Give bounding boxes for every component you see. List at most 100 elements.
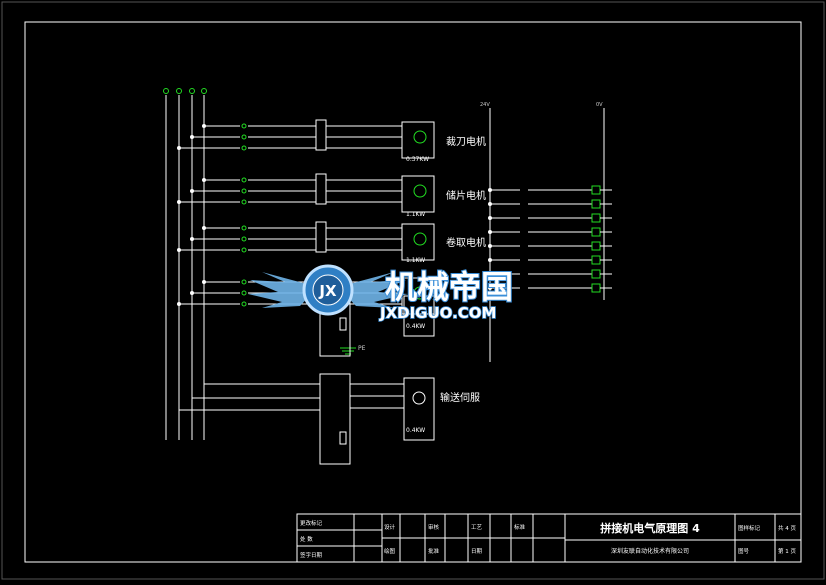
junction xyxy=(488,230,492,234)
junction xyxy=(190,291,194,295)
junction xyxy=(488,258,492,262)
motor-symbol xyxy=(413,286,427,300)
relay-coil xyxy=(591,255,601,265)
breaker-contact xyxy=(241,279,247,285)
junction xyxy=(488,216,492,220)
tb-review: 审核 xyxy=(428,523,440,531)
servo-drive xyxy=(179,373,435,465)
junction xyxy=(202,280,206,284)
motor-box xyxy=(401,121,435,159)
relay-coil xyxy=(591,241,601,251)
tb-company: 深圳友联自动化技术有限公司 xyxy=(611,547,689,555)
tb-title: 拼接机电气原理图 4 xyxy=(600,521,700,535)
control-row-5 xyxy=(488,241,612,251)
pe-ground xyxy=(340,347,356,355)
watermark-cn: 机械帝国 xyxy=(385,268,513,306)
control-row-1 xyxy=(488,185,612,195)
tb-process: 工艺 xyxy=(471,524,483,531)
motor-branches xyxy=(177,119,435,315)
title-block xyxy=(296,513,802,563)
tb-left-2: 处 数 xyxy=(300,535,313,543)
motor-power-4: 0.4KW xyxy=(406,323,425,330)
tb-draw: 绘图 xyxy=(384,547,396,555)
junction xyxy=(488,286,492,290)
breaker-contact xyxy=(241,134,247,140)
motor-power-servo: 0.4KW xyxy=(406,427,425,434)
control-row-2 xyxy=(488,199,612,209)
tb-standard: 标准 xyxy=(514,523,526,531)
motor-box xyxy=(401,223,435,261)
branch-2 xyxy=(177,173,435,213)
tb-approve: 批准 xyxy=(428,547,440,555)
title-block-text: 更改标记 处 数 签字日期 设计 审核 工艺 标准 绘图 批准 日期 拼接机电气… xyxy=(300,519,796,559)
breaker-contact xyxy=(241,199,247,205)
tb-date: 日期 xyxy=(471,548,483,555)
breaker-contact xyxy=(241,247,247,253)
relay-coil xyxy=(591,213,601,223)
junction xyxy=(190,135,194,139)
watermark: JX 机械帝国 JXDIGUO.COM xyxy=(248,264,514,323)
motor-power-winder: 1.1KW xyxy=(406,257,425,264)
junction xyxy=(488,202,492,206)
breaker-contact xyxy=(241,301,247,307)
tb-design: 设计 xyxy=(384,523,396,531)
breaker-contact xyxy=(241,225,247,231)
motor-label-winder: 卷取电机 xyxy=(446,236,486,249)
junction xyxy=(190,189,194,193)
relay-coil xyxy=(591,269,601,279)
junction xyxy=(202,226,206,230)
tb-doc-no: 图号 xyxy=(738,547,750,555)
pe-label: PE xyxy=(358,345,366,352)
breaker-contact xyxy=(241,290,247,296)
contactor xyxy=(315,173,327,205)
svg-text:0V: 0V xyxy=(596,102,603,108)
control-row-6 xyxy=(488,255,612,265)
branch-3 xyxy=(177,221,435,261)
motor-power-cutter: 0.37KW xyxy=(406,156,429,163)
contactor xyxy=(315,221,327,253)
junction xyxy=(177,248,181,252)
motor-label-servo: 输送伺服 xyxy=(440,391,480,404)
control-row-3 xyxy=(488,213,612,223)
breaker-contact xyxy=(241,236,247,242)
tb-left-3: 签字日期 xyxy=(300,551,323,559)
breaker-contact xyxy=(241,145,247,151)
junction xyxy=(488,244,492,248)
junction xyxy=(177,302,181,306)
breaker-contact xyxy=(241,188,247,194)
junction xyxy=(190,237,194,241)
motor-symbol xyxy=(413,232,427,246)
motor-label-storage: 储片电机 xyxy=(446,189,486,202)
control-row-8 xyxy=(488,283,612,293)
breaker-contact xyxy=(241,123,247,129)
junction xyxy=(177,200,181,204)
relay-coil xyxy=(591,199,601,209)
branch-1 xyxy=(177,119,435,159)
breaker-contact xyxy=(241,177,247,183)
watermark-logo: JX xyxy=(318,282,337,300)
motor-symbol xyxy=(413,130,427,144)
junction xyxy=(202,124,206,128)
svg-text:24V: 24V xyxy=(480,102,490,108)
motor-symbol xyxy=(413,184,427,198)
control-rows xyxy=(488,185,612,293)
control-row-4 xyxy=(488,227,612,237)
motor-power-storage: 1.1KW xyxy=(406,211,425,218)
junction xyxy=(202,178,206,182)
tb-left-1: 更改标记 xyxy=(300,519,323,527)
junction xyxy=(488,188,492,192)
junction xyxy=(177,146,181,150)
power-buses xyxy=(165,95,205,440)
motor-label-cutter: 裁刀电机 xyxy=(446,135,486,148)
bus-terminals xyxy=(163,88,207,94)
relay-coil xyxy=(591,227,601,237)
relay-coil xyxy=(591,185,601,195)
junction xyxy=(488,272,492,276)
relay-coil xyxy=(591,283,601,293)
tb-sheet-total: 共 4 页 xyxy=(778,524,796,532)
watermark-en: JXDIGUO.COM xyxy=(379,304,496,322)
tb-doc-label: 图样标记 xyxy=(738,524,761,532)
